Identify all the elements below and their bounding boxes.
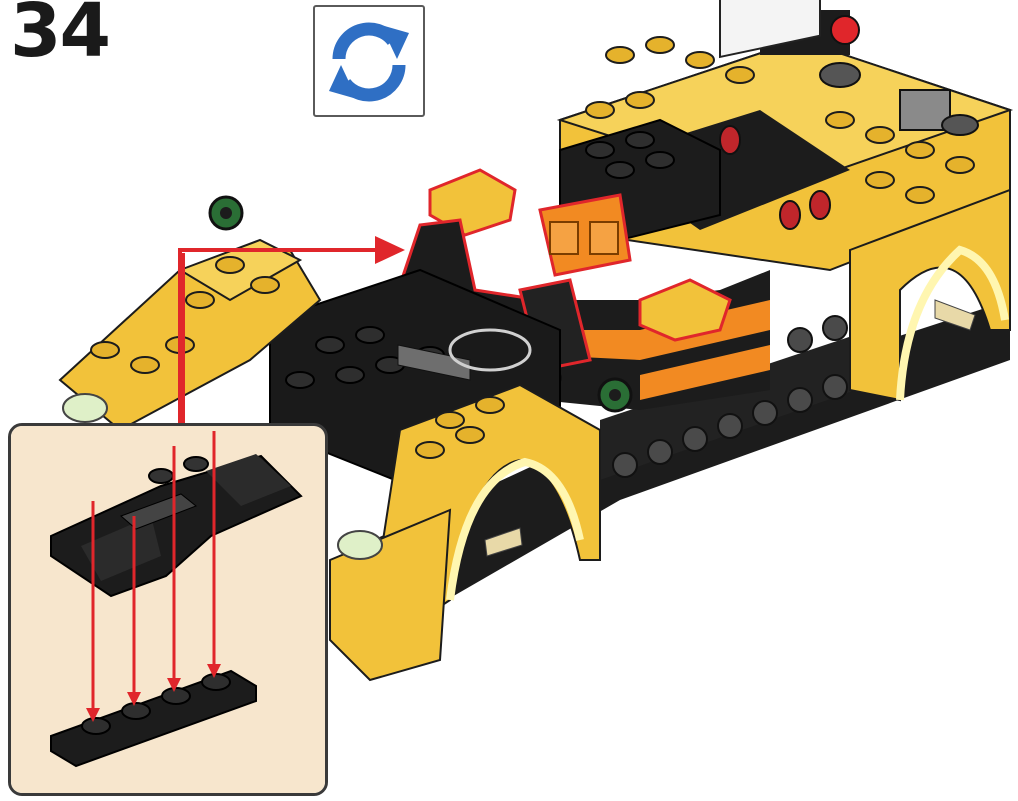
sub-assembly-callout <box>8 423 328 796</box>
highlight-tile-right <box>640 280 730 340</box>
sub-assembly-illustration <box>11 426 325 793</box>
arrow-head <box>375 236 405 264</box>
